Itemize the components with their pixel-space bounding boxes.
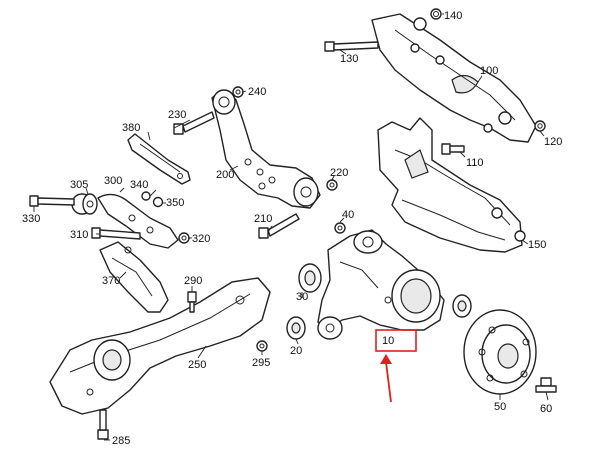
label-240: 240: [248, 86, 266, 98]
label-250: 250: [188, 359, 206, 371]
leader-lines: [33, 13, 549, 441]
part-40-nut: [334, 222, 346, 234]
part-130-bolt: [324, 41, 379, 52]
label-330: 330: [22, 213, 40, 225]
label-305: 305: [70, 179, 88, 191]
part-380-bracket: [127, 133, 191, 185]
label-100: 100: [480, 65, 498, 77]
part-10-wheel-carrier: [317, 229, 445, 340]
part-240-nut: [232, 86, 244, 98]
label-220: 220: [330, 167, 348, 179]
label-210: 210: [254, 213, 272, 225]
label-50: 50: [494, 401, 506, 413]
part-340-nut: [141, 191, 151, 201]
part-100-crossmember: [371, 13, 537, 143]
label-200: 200: [216, 169, 234, 181]
highlight-box: [375, 329, 417, 352]
part-140-bolt: [430, 8, 442, 20]
part-labels: 140 130 100 120 110 150 240 230 380 200 …: [22, 10, 562, 447]
part-200-upper-arm: [211, 89, 321, 209]
part-250-spring-link: [49, 277, 271, 415]
part-220-nut: [326, 179, 338, 191]
part-285-bolt: [97, 409, 109, 440]
part-330-bolt: [29, 195, 75, 207]
label-300: 300: [104, 175, 122, 187]
part-20-bushing: [286, 316, 306, 340]
label-380: 380: [122, 122, 140, 134]
label-370: 370: [102, 275, 120, 287]
part-305-bushing: [71, 193, 98, 215]
label-20: 20: [290, 345, 302, 357]
label-140: 140: [444, 10, 462, 22]
part-110-bolt: [441, 143, 465, 155]
part-295-nut: [256, 340, 268, 352]
part-320-nut: [178, 232, 190, 244]
label-340: 340: [130, 179, 148, 191]
label-10: 10: [382, 335, 394, 347]
label-130: 130: [340, 53, 358, 65]
highlight-arrow-head: [380, 354, 392, 364]
label-30: 30: [296, 291, 308, 303]
part-370-bracket: [99, 241, 169, 313]
label-290: 290: [184, 275, 202, 287]
label-285: 285: [112, 435, 130, 447]
part-350-nut: [152, 196, 164, 208]
part-150-bracket: [377, 117, 526, 253]
label-350: 350: [166, 197, 184, 209]
highlight-arrow-shaft: [385, 361, 392, 403]
label-120: 120: [544, 136, 562, 148]
label-40: 40: [342, 209, 354, 221]
label-310: 310: [70, 229, 88, 241]
label-110: 110: [466, 157, 484, 169]
label-60: 60: [540, 403, 552, 415]
label-295: 295: [252, 357, 270, 369]
part-30-bushing: [298, 263, 322, 293]
part-210-bolt: [258, 213, 300, 239]
highlight-callout: [375, 329, 417, 403]
part-230-bolt: [173, 111, 215, 135]
label-150: 150: [528, 239, 546, 251]
part-60-bolt: [535, 377, 557, 393]
part-120-nut: [534, 120, 546, 132]
part-bushing-right: [452, 294, 472, 318]
label-230: 230: [168, 109, 186, 121]
label-320: 320: [192, 233, 210, 245]
part-50-wheel-hub: [463, 309, 537, 395]
part-300-link: [97, 193, 179, 249]
